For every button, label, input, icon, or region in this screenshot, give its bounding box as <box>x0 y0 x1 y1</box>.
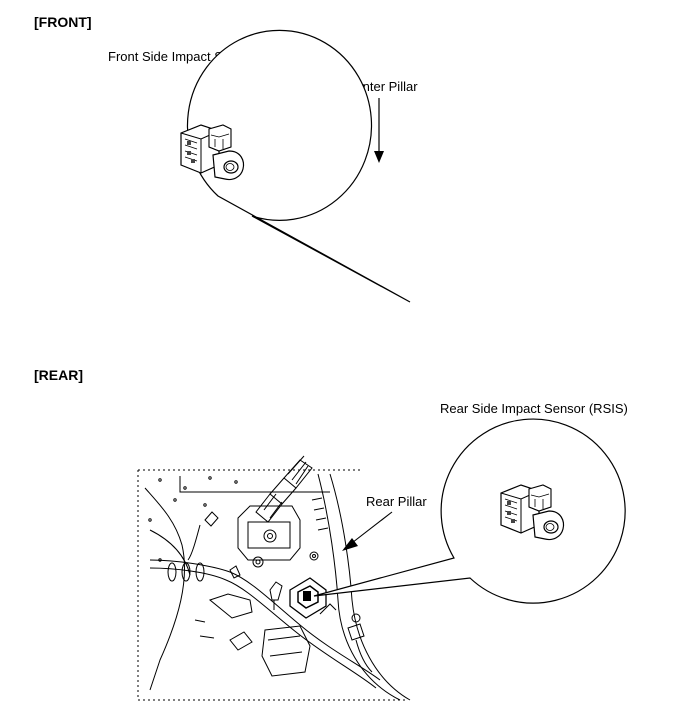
rear-section-title: [REAR] <box>34 367 83 383</box>
rear-vehicle-body-sketch <box>137 455 411 701</box>
rear-sensor-label: Rear Side Impact Sensor (RSIS) <box>440 401 628 416</box>
rear-pillar-label: Rear Pillar <box>366 494 427 509</box>
rear-pillar-arrow <box>342 511 393 551</box>
rear-sensor-mount <box>289 577 327 619</box>
center-pillar-arrow <box>374 98 384 163</box>
front-section-title: [FRONT] <box>34 14 92 30</box>
rear-callout-bubble <box>313 418 626 604</box>
